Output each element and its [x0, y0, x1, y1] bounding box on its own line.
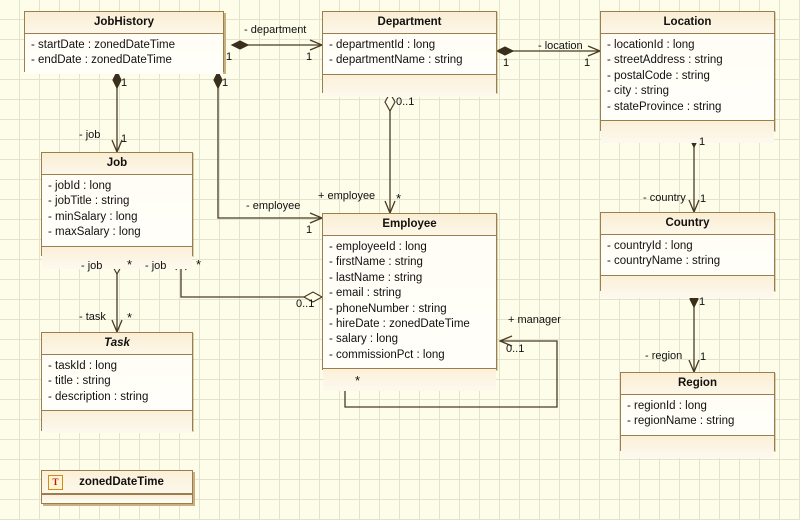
attribute-row: - countryId : long	[607, 240, 693, 252]
attribute-row: - locationId : long	[607, 39, 695, 51]
attribute-row: - stateProvince : string	[607, 100, 722, 113]
edge-mult-department-location-tgt: 1	[584, 57, 591, 69]
edge-mult-manager-tgt: 0..1	[506, 343, 525, 355]
attribute-row: - phoneNumber : string	[329, 302, 447, 315]
edge-label-job-role: - job	[79, 129, 101, 141]
class-box-country[interactable]: Country - countryId : long - countryName…	[600, 212, 775, 298]
attribute-row: - countryName : string	[607, 255, 721, 268]
attribute-row: - commissionPct : long	[329, 348, 445, 361]
class-operations-department	[323, 73, 496, 97]
edge-mult-jobhistory-employee-tgt: 1	[306, 224, 313, 236]
edge-label-employee-role: - employee	[246, 200, 301, 212]
attribute-row: - salary : long	[329, 333, 399, 346]
class-attributes-department: - departmentId : long - departmentName :…	[323, 34, 496, 74]
edge-mult-job-task-src: *	[127, 257, 133, 272]
edge-label-manager-role: + manager	[508, 314, 561, 326]
edge-mult-jobhistory-employee-src: 1	[222, 77, 229, 89]
edge-mult-manager-src: *	[355, 373, 361, 388]
class-title-location: Location	[601, 12, 774, 34]
class-attributes-location: - locationId : long - streetAddress : st…	[601, 34, 774, 121]
class-title-employee: Employee	[323, 214, 496, 236]
edge-label-dept-employee-role: + employee	[318, 190, 376, 202]
attribute-row: - streetAddress : string	[607, 54, 723, 67]
edge-label-country-role: - country	[643, 192, 686, 204]
class-box-job[interactable]: Job - jobId : long - jobTitle : string -…	[41, 152, 193, 269]
class-attributes-region: - regionId : long - regionName : string	[621, 395, 774, 435]
type-name: zonedDateTime	[79, 476, 164, 488]
type-box-zoneddatetime[interactable]: T zonedDateTime	[41, 470, 193, 504]
class-operations-employee	[323, 368, 496, 392]
class-attributes-task: - taskId : long - title : string - descr…	[42, 355, 192, 411]
edge-mult-location-country-src: 1	[699, 136, 706, 148]
class-attributes-jobhistory: - startDate : zonedDateTime - endDate : …	[25, 34, 223, 74]
attribute-row: - postalCode : string	[607, 69, 710, 82]
attribute-row: - jobTitle : string	[48, 195, 130, 208]
class-title-jobhistory: JobHistory	[25, 12, 223, 34]
attribute-row: - description : string	[48, 390, 149, 403]
attribute-row: - startDate : zonedDateTime	[31, 39, 176, 51]
type-letter-icon: T	[48, 474, 63, 490]
edge-mult-jobhistory-job-src: 1	[121, 77, 128, 89]
attribute-row: - departmentId : long	[329, 39, 436, 51]
attribute-row: - maxSalary : long	[48, 226, 141, 239]
edge-label-region-role: - region	[645, 350, 683, 362]
attribute-row: - email : string	[329, 287, 402, 300]
class-operations-job	[42, 245, 192, 269]
class-title-task: Task	[42, 333, 192, 355]
attribute-row: - lastName : string	[329, 271, 423, 284]
edge-mult-department-location-src: 1	[503, 57, 510, 69]
attribute-row: - jobId : long	[48, 180, 112, 192]
class-operations-location	[601, 120, 774, 144]
class-title-country: Country	[601, 213, 774, 235]
edge-mult-job-task-tgt: *	[127, 310, 133, 325]
edge-mult-country-region-tgt: 1	[700, 351, 707, 363]
edge-mult-employee-job-src: 0..1	[296, 298, 315, 310]
class-box-region[interactable]: Region - regionId : long - regionName : …	[620, 372, 775, 458]
edge-mult-jobhistory-department-tgt: 1	[306, 51, 313, 63]
attribute-row: - minSalary : long	[48, 210, 138, 223]
attribute-row: - regionId : long	[627, 400, 707, 412]
class-operations-region	[621, 434, 774, 458]
attribute-row: - departmentName : string	[329, 54, 463, 67]
edge-mult-department-employee-tgt: *	[396, 191, 402, 206]
attribute-row: - regionName : string	[627, 415, 735, 428]
edge-mult-employee-job-tgt: *	[196, 257, 202, 272]
attribute-row: - city : string	[607, 85, 669, 98]
class-box-employee[interactable]: Employee - employeeId : long - firstName…	[322, 213, 497, 392]
attribute-row: - hireDate : zonedDateTime	[329, 318, 470, 331]
type-operations-compartment	[42, 494, 192, 503]
edge-label-job-task-role: - job	[81, 260, 103, 272]
class-box-task[interactable]: Task - taskId : long - title : string - …	[41, 332, 193, 434]
edge-mult-department-employee-src: 0..1	[396, 96, 415, 108]
class-box-jobhistory[interactable]: JobHistory - startDate : zonedDateTime -…	[24, 11, 224, 74]
edge-label-location-role: - location	[538, 40, 583, 52]
attribute-row: - endDate : zonedDateTime	[31, 54, 172, 67]
attribute-row: - title : string	[48, 375, 111, 388]
edge-mult-location-country-tgt: 1	[700, 193, 707, 205]
class-box-department[interactable]: Department - departmentId : long - depar…	[322, 11, 497, 97]
edge-mult-country-region-src: 1	[699, 296, 706, 308]
type-header: T zonedDateTime	[42, 471, 192, 494]
attribute-row: - firstName : string	[329, 256, 423, 269]
class-attributes-country: - countryId : long - countryName : strin…	[601, 235, 774, 275]
edge-mult-jobhistory-job-tgt: 1	[121, 133, 128, 145]
edge-mult-jobhistory-department-src: 1	[226, 51, 233, 63]
attribute-row: - employeeId : long	[329, 241, 427, 253]
class-attributes-job: - jobId : long - jobTitle : string - min…	[42, 175, 192, 246]
edge-label-department-role: - department	[244, 24, 307, 36]
class-operations-task	[42, 410, 192, 434]
edge-label-task-role: - task	[79, 311, 106, 323]
attribute-row: - taskId : long	[48, 360, 118, 372]
class-title-job: Job	[42, 153, 192, 175]
class-operations-country	[601, 274, 774, 298]
edge-label-employee-job-role: - job	[145, 260, 167, 272]
class-attributes-employee: - employeeId : long - firstName : string…	[323, 236, 496, 369]
class-title-department: Department	[323, 12, 496, 34]
class-title-region: Region	[621, 373, 774, 395]
class-box-location[interactable]: Location - locationId : long - streetAdd…	[600, 11, 775, 144]
